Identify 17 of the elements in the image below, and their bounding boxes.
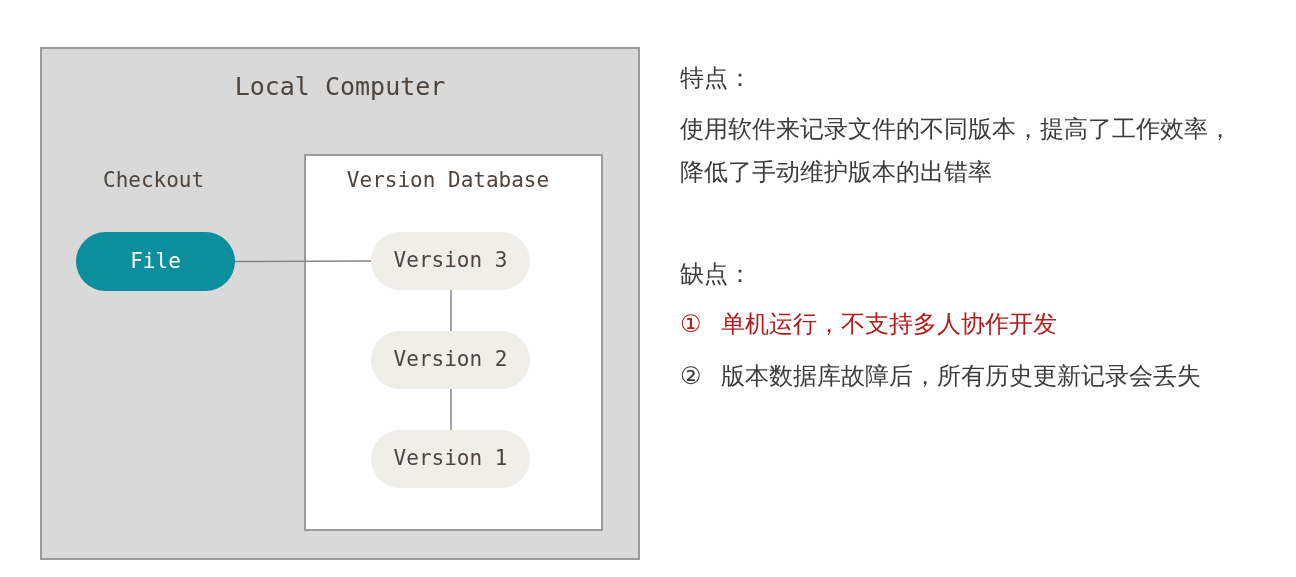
group-title: Version Database bbox=[345, 167, 551, 193]
connector-line bbox=[450, 388, 452, 431]
area-label: Checkout bbox=[103, 167, 205, 193]
list-item: ② 版本数据库故障后，所有历史更新记录会丢失 bbox=[680, 361, 1202, 392]
version-node: Version 1 bbox=[371, 430, 530, 488]
section-heading: 缺点： bbox=[680, 259, 752, 290]
group-title: Local Computer bbox=[233, 72, 447, 102]
description-text: 使用软件来记录文件的不同版本，提高了工作效率，降低了手动维护版本的出错率 bbox=[680, 114, 1233, 188]
group-box bbox=[304, 154, 603, 531]
version-node: Version 3 bbox=[371, 232, 530, 290]
section-heading: 特点： bbox=[680, 63, 752, 94]
group-box bbox=[40, 47, 640, 560]
version-node: Version 2 bbox=[371, 331, 530, 389]
connector-line bbox=[450, 289, 452, 332]
file-node: File bbox=[76, 232, 235, 291]
list-item: ① 单机运行，不支持多人协作开发 bbox=[680, 309, 1058, 340]
connector-line bbox=[234, 260, 372, 263]
